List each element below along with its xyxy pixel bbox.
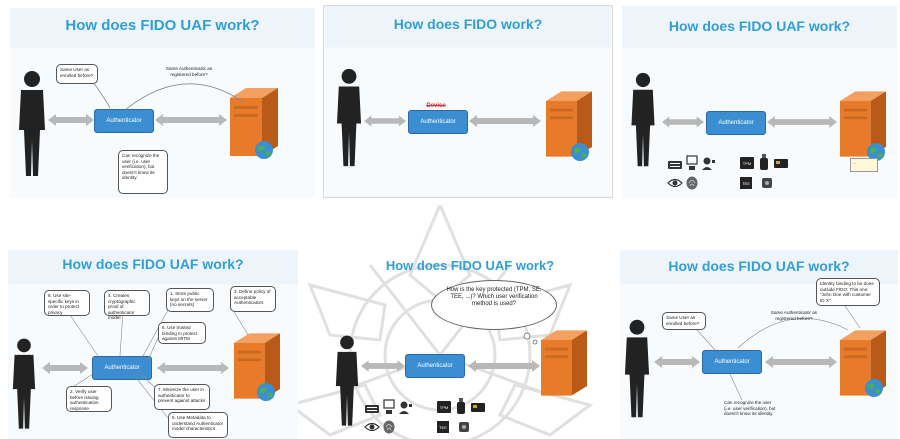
slide-1-fido-uaf-overview: How does FIDO UAF work? Authenticator Sa… bbox=[10, 8, 315, 198]
secure-element-icon bbox=[459, 422, 469, 432]
callout-same-user: Same User as enrolled before? bbox=[56, 64, 98, 84]
label-same-authenticator: Same Authenticator as registered before? bbox=[770, 310, 818, 321]
secure-element-icon bbox=[762, 178, 772, 188]
callout-identity-binding: Identity binding to be done outside FIDO… bbox=[816, 278, 880, 306]
callout-same-user: Same User as enrolled before? bbox=[662, 312, 706, 330]
globe-icon bbox=[255, 141, 273, 159]
double-arrow-icon bbox=[157, 362, 229, 374]
double-arrow-icon bbox=[767, 116, 837, 128]
usb-key-icon bbox=[760, 154, 768, 170]
smartcard-icon bbox=[471, 403, 485, 412]
callout-verify-user: 2. Verify user before issuing authentica… bbox=[66, 386, 112, 412]
slide-title: How does FIDO UAF work? bbox=[668, 18, 851, 34]
svg-text:TEE: TEE bbox=[742, 181, 750, 186]
person-silhouette-icon bbox=[336, 68, 362, 167]
sticky-note: ... bbox=[850, 158, 878, 172]
slide-title: How does FIDO UAF work? bbox=[65, 17, 260, 34]
person-silhouette-icon bbox=[624, 319, 650, 418]
double-arrow-icon bbox=[42, 362, 88, 374]
face-icon bbox=[702, 157, 715, 170]
callout-site-specific-keys: 8. Use site-specific keys in order to pr… bbox=[44, 290, 90, 316]
fingerprint-icon bbox=[686, 176, 698, 190]
authenticator-box: Authenticator bbox=[94, 109, 154, 133]
globe-icon bbox=[257, 383, 275, 401]
server-icon bbox=[546, 91, 592, 157]
eye-icon bbox=[667, 178, 683, 188]
slide-4-fido-uaf-properties: How does FIDO UAF work? Authenticator 8.… bbox=[8, 250, 298, 439]
authenticator-box: Authenticator bbox=[405, 354, 465, 378]
globe-icon bbox=[867, 143, 885, 161]
tpm-chip-icon: TEE bbox=[740, 177, 752, 189]
label-can-recognize: Can recognize the user (i.e. user verifi… bbox=[724, 400, 776, 417]
eye-icon bbox=[364, 422, 380, 432]
slide-title: How does FIDO UAF work? bbox=[62, 256, 244, 272]
fingerprint-icon bbox=[383, 420, 395, 434]
double-arrow-icon bbox=[654, 356, 700, 368]
double-arrow-icon bbox=[469, 115, 541, 127]
authenticator-box: Authenticator bbox=[706, 111, 766, 135]
usb-key-icon bbox=[457, 398, 465, 414]
slide-3-fido-uaf-authenticators: How does FIDO UAF work? Authenticator ..… bbox=[622, 6, 897, 198]
camera-icon bbox=[686, 155, 698, 170]
slide-title: How does FIDO work? bbox=[393, 16, 543, 32]
callout-can-recognize: Can recognize the user (i.e. user verifi… bbox=[118, 150, 168, 194]
question-cloud: How is the key protected (TPM, SE, TEE, … bbox=[431, 280, 557, 330]
connector-arc bbox=[124, 83, 244, 111]
double-arrow-icon bbox=[361, 360, 405, 372]
face-icon bbox=[399, 401, 412, 414]
tpm-chip-icon: TPM bbox=[740, 157, 754, 169]
struck-device-label: Device bbox=[426, 103, 446, 109]
callout-define-policy: 3. Define policy of acceptable Authentic… bbox=[230, 286, 276, 312]
slide-title: How does FIDO UAF work? bbox=[385, 258, 555, 273]
svg-text:TPM: TPM bbox=[440, 405, 448, 410]
callout-use-metadata: 5. Use Metadata to understand Authentica… bbox=[168, 412, 228, 438]
person-silhouette-icon bbox=[12, 338, 36, 429]
authenticator-box: Authenticator bbox=[702, 350, 762, 374]
smartcard-icon bbox=[774, 159, 788, 168]
double-arrow-icon bbox=[662, 116, 704, 128]
slide-2-fido-overview: How does FIDO work? Authenticator Device bbox=[323, 5, 613, 198]
callout-connectors bbox=[67, 309, 249, 419]
person-silhouette-icon bbox=[19, 71, 45, 176]
camera-icon bbox=[383, 399, 395, 414]
globe-icon bbox=[571, 143, 589, 161]
callout-store-public-keys: 1. Store public keys on the server (no s… bbox=[166, 288, 214, 312]
label-same-authenticator: Same Authenticator as registered before? bbox=[165, 66, 213, 77]
authenticator-box: Authenticator bbox=[408, 110, 468, 134]
keyboard-icon bbox=[365, 405, 379, 413]
double-arrow-icon bbox=[765, 356, 837, 368]
slide-5-fido-uaf-key-protection: How does FIDO UAF work? Authenticator Ho… bbox=[325, 250, 615, 439]
double-arrow-icon bbox=[468, 360, 540, 372]
server-icon bbox=[840, 91, 886, 157]
svg-text:TEE: TEE bbox=[439, 425, 447, 430]
server-icon bbox=[234, 333, 280, 399]
slide-6-fido-uaf-identity-binding: How does FIDO UAF work? Authenticator Sa… bbox=[620, 250, 898, 439]
tpm-chip-icon: TEE bbox=[437, 421, 449, 433]
double-arrow-icon bbox=[155, 114, 227, 126]
svg-text:TPM: TPM bbox=[743, 161, 751, 166]
person-silhouette-icon bbox=[335, 335, 359, 426]
double-arrow-icon bbox=[48, 114, 94, 126]
server-icon bbox=[230, 88, 278, 156]
callout-cryptographic-proof: 4. Creates cryptographic proof of authen… bbox=[104, 290, 150, 320]
callout-trusted-binding: 6. Use trusted binding to protect agains… bbox=[158, 322, 206, 344]
tpm-chip-icon: TPM bbox=[437, 401, 451, 413]
double-arrow-icon bbox=[364, 115, 406, 127]
slide-title: How does FIDO UAF work? bbox=[668, 258, 850, 274]
server-icon bbox=[541, 330, 587, 396]
cloud-tail-icon bbox=[523, 332, 538, 345]
callout-minimize-attacks: 7. Minimize the user in authenticator to… bbox=[154, 384, 210, 410]
person-silhouette-icon bbox=[631, 72, 655, 167]
globe-icon bbox=[865, 379, 883, 397]
keyboard-icon bbox=[668, 161, 682, 169]
